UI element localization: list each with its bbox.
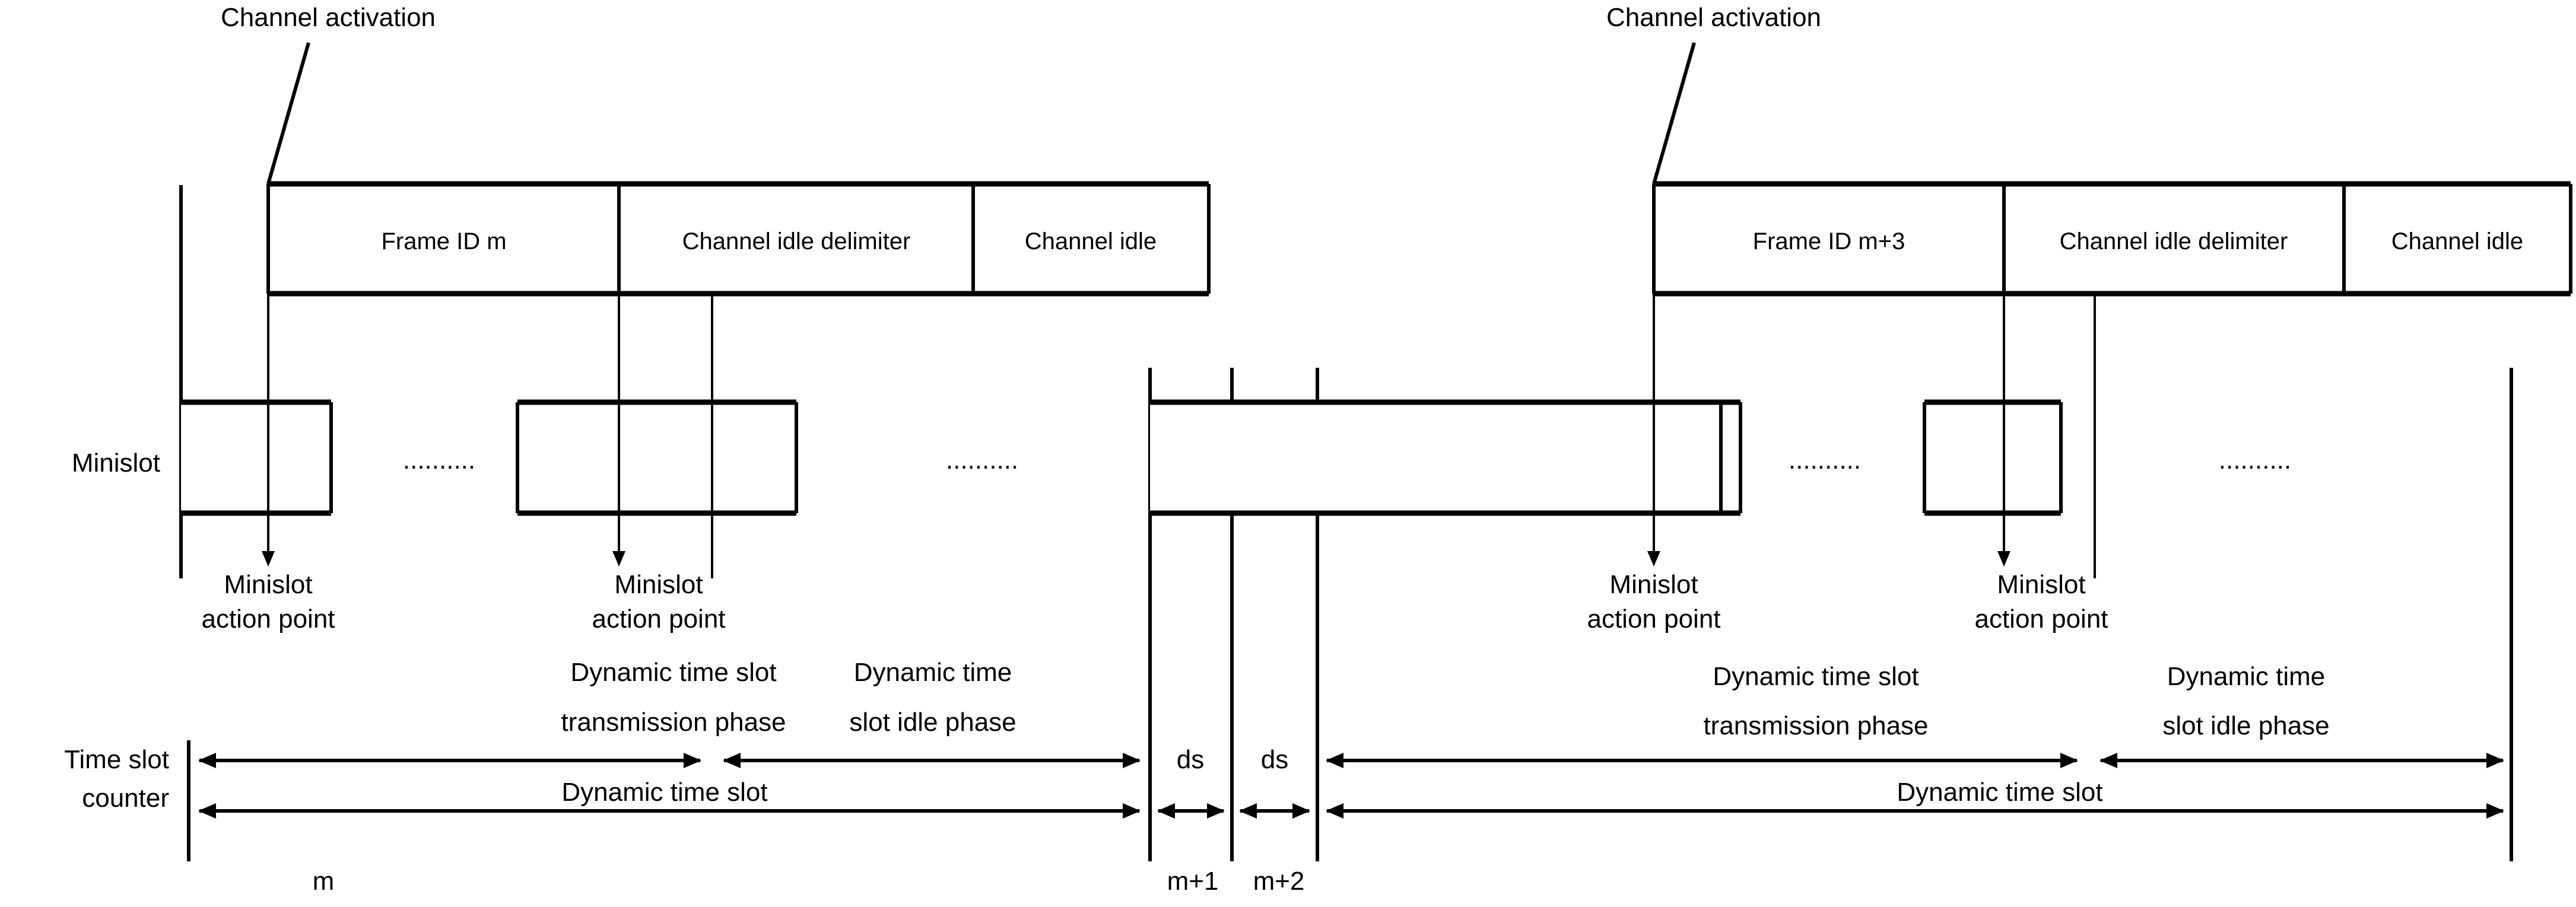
frame-right-cell-0-label: Frame ID m+3 xyxy=(1753,228,1905,254)
time-slot-counter-label-line1: Time slot xyxy=(64,745,169,774)
frame-right-cell-1-label: Channel idle delimiter xyxy=(2060,228,2288,254)
ellipsis-left-1: .......... xyxy=(403,445,475,475)
channel-activation-leader-right xyxy=(1652,42,1696,184)
channel-activation-leader-left xyxy=(266,42,310,184)
minislot-action-point-label-l2-line1: Minislot xyxy=(614,570,703,599)
frame-right-cell-2-label: Channel idle xyxy=(2391,228,2523,254)
minislot-action-point-label-r1-line2: action point xyxy=(1587,604,1720,634)
transmission-phase-label-right-line2: transmission phase xyxy=(1703,711,1928,740)
time-slot-counter-label-line2: counter xyxy=(82,784,169,813)
idle-phase-label-left-line2: slot idle phase xyxy=(849,708,1016,737)
dynamic-time-slot-label-right: Dynamic time slot xyxy=(1897,778,2102,807)
minislot-action-point-label-r2-line2: action point xyxy=(1974,604,2108,634)
ellipsis-left-2: .......... xyxy=(946,445,1018,475)
ellipsis-right-1: .......... xyxy=(1789,445,1861,475)
ds-label-2: ds xyxy=(1261,745,1288,774)
minislot-box-l2 xyxy=(516,399,798,516)
minislot-action-point-label-r1-line1: Minislot xyxy=(1609,570,1698,599)
minislot-box-r1 xyxy=(1626,399,1723,516)
transmission-phase-label-right-line1: Dynamic time slot xyxy=(1713,662,1918,691)
minislot-action-point-label-r2-line1: Minislot xyxy=(1997,570,2085,599)
minislot-box-r2 xyxy=(1923,399,2063,516)
idle-phase-label-right-line1: Dynamic time xyxy=(2167,662,2326,691)
frame-left-cell-2-label: Channel idle xyxy=(1025,228,1157,254)
minislot-action-point-label-l2-line2: action point xyxy=(592,604,725,634)
frame-left-cell-0-label: Frame ID m xyxy=(381,228,506,254)
ellipsis-right-2: .......... xyxy=(2219,445,2291,475)
idle-phase-label-left-line1: Dynamic time xyxy=(854,658,1012,687)
frame-right xyxy=(1652,181,2572,297)
minislot-row-label: Minislot xyxy=(72,448,160,478)
channel-activation-label-left: Channel activation xyxy=(221,3,436,32)
counter-value-m-plus-2: m+2 xyxy=(1253,867,1305,896)
transmission-phase-label-left-line2: transmission phase xyxy=(561,708,786,737)
counter-value-m: m xyxy=(313,867,335,896)
idle-phase-label-right-line2: slot idle phase xyxy=(2162,711,2329,740)
minislot-box-l1 xyxy=(181,399,333,516)
counter-value-m-plus-1: m+1 xyxy=(1167,867,1219,896)
frame-left-cell-1-label: Channel idle delimiter xyxy=(682,228,911,254)
dynamic-time-slot-label-left: Dynamic time slot xyxy=(561,778,767,807)
minislot-action-point-label-l1-line2: action point xyxy=(201,604,335,634)
minislot-action-point-label-l1-line1: Minislot xyxy=(224,570,312,599)
transmission-phase-label-left-line1: Dynamic time slot xyxy=(570,658,776,687)
channel-activation-label-right: Channel activation xyxy=(1606,3,1821,32)
ds-label-1: ds xyxy=(1177,745,1204,774)
